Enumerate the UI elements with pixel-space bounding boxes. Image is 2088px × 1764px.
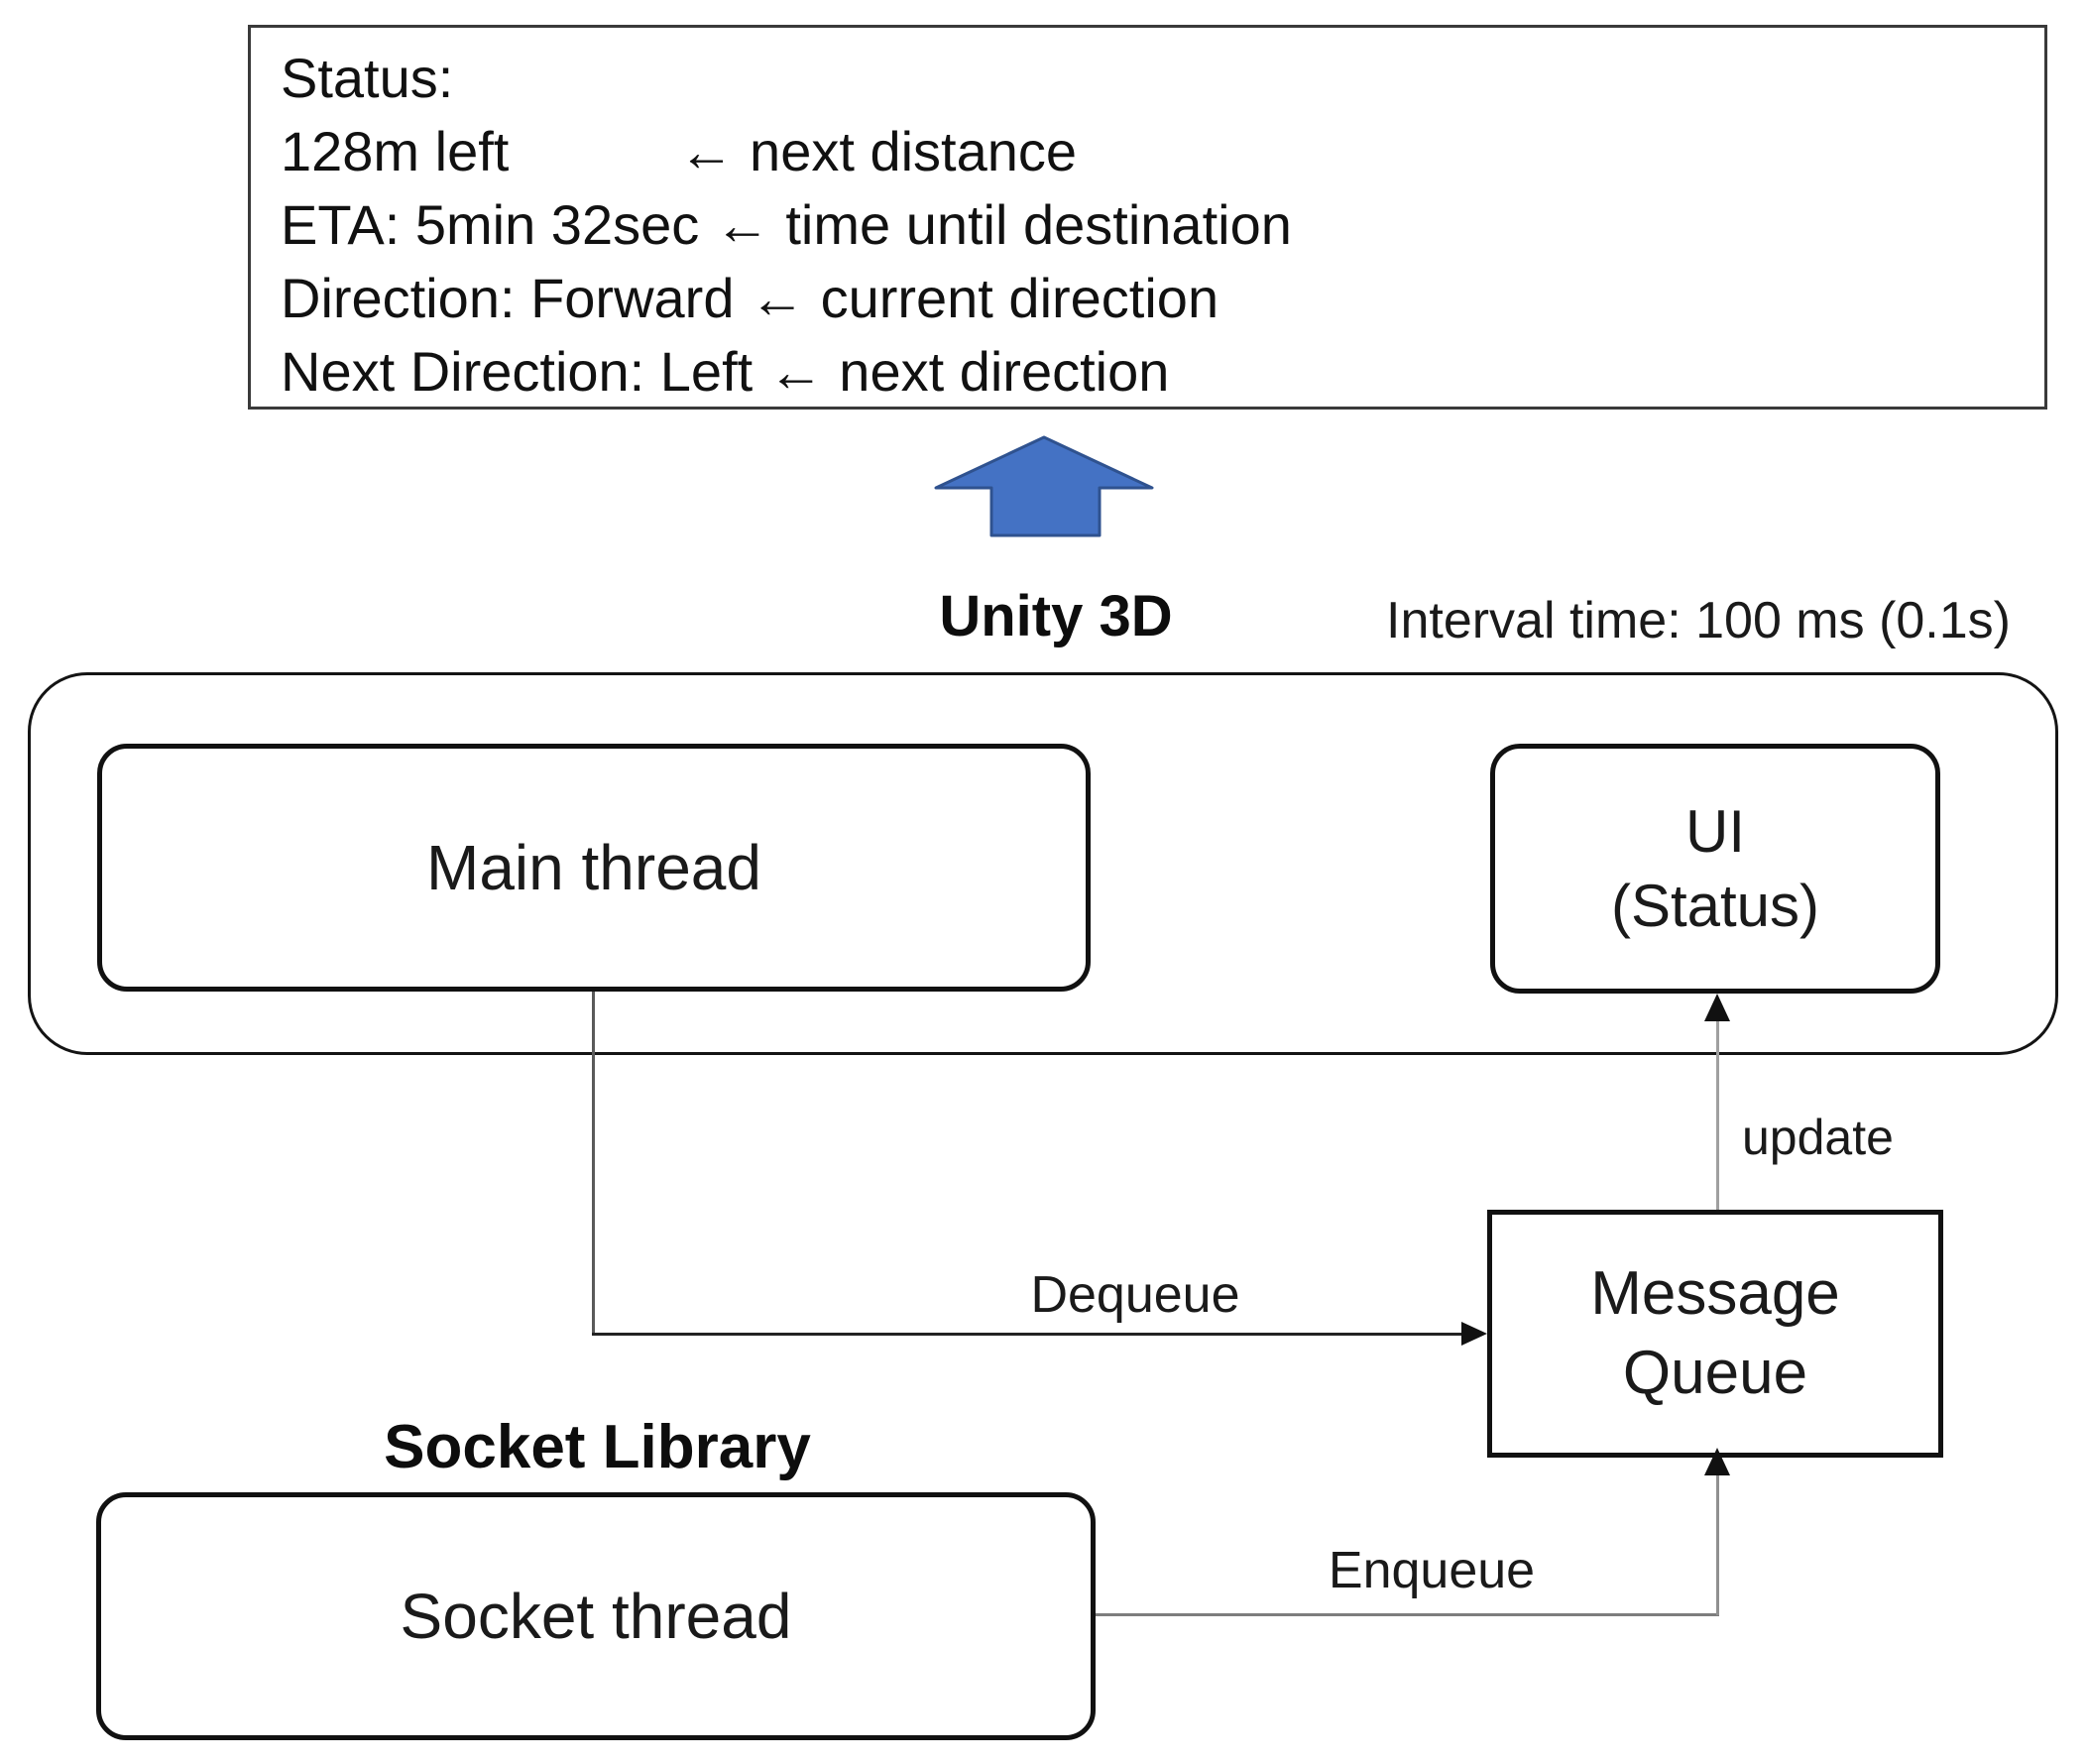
ui-status-node: UI (Status)	[1490, 744, 1940, 994]
enqueue-arrowhead-icon	[1704, 1448, 1730, 1475]
unity3d-label: Unity 3D	[939, 584, 1173, 648]
socket-thread-label: Socket thread	[400, 1581, 792, 1652]
unity3d-container	[28, 672, 2058, 1055]
status-line-distance: 128m left ← next distance	[281, 120, 1078, 182]
main-thread-node: Main thread	[97, 744, 1091, 992]
status-line-title: Status:	[281, 47, 454, 109]
update-arrowhead-icon	[1704, 994, 1730, 1021]
up-arrow-shape	[934, 435, 1154, 537]
dequeue-arrowhead-icon	[1461, 1322, 1487, 1346]
update-label: update	[1742, 1110, 1894, 1165]
message-queue-node: Message Queue	[1487, 1210, 1943, 1458]
status-line-eta: ETA: 5min 32sec ← time until destination	[281, 193, 1292, 256]
enqueue-line-vertical	[1716, 1473, 1719, 1615]
socket-library-label: Socket Library	[384, 1413, 811, 1481]
message-queue-label-line1: Message	[1590, 1259, 1840, 1328]
enqueue-label: Enqueue	[1328, 1542, 1536, 1599]
update-line	[1716, 1019, 1719, 1210]
status-line-next-direction: Next Direction: Left ← next direction	[281, 340, 1170, 403]
dequeue-label: Dequeue	[1030, 1266, 1240, 1324]
ui-label-line2: (Status)	[1610, 873, 1820, 939]
dequeue-line-horizontal	[592, 1333, 1466, 1336]
interval-time-label: Interval time: 100 ms (0.1s)	[1386, 592, 2011, 649]
status-panel: Status: 128m left ← next distance ETA: 5…	[248, 25, 2047, 410]
socket-thread-node: Socket thread	[96, 1492, 1096, 1740]
status-line-direction: Direction: Forward ← current direction	[281, 267, 1219, 329]
enqueue-line-horizontal	[1096, 1613, 1719, 1616]
main-thread-label: Main thread	[426, 832, 761, 903]
ui-label-line1: UI	[1685, 798, 1745, 865]
dequeue-line-vertical	[592, 992, 595, 1336]
message-queue-label-line2: Queue	[1622, 1339, 1808, 1407]
up-arrow-icon	[934, 435, 1154, 537]
